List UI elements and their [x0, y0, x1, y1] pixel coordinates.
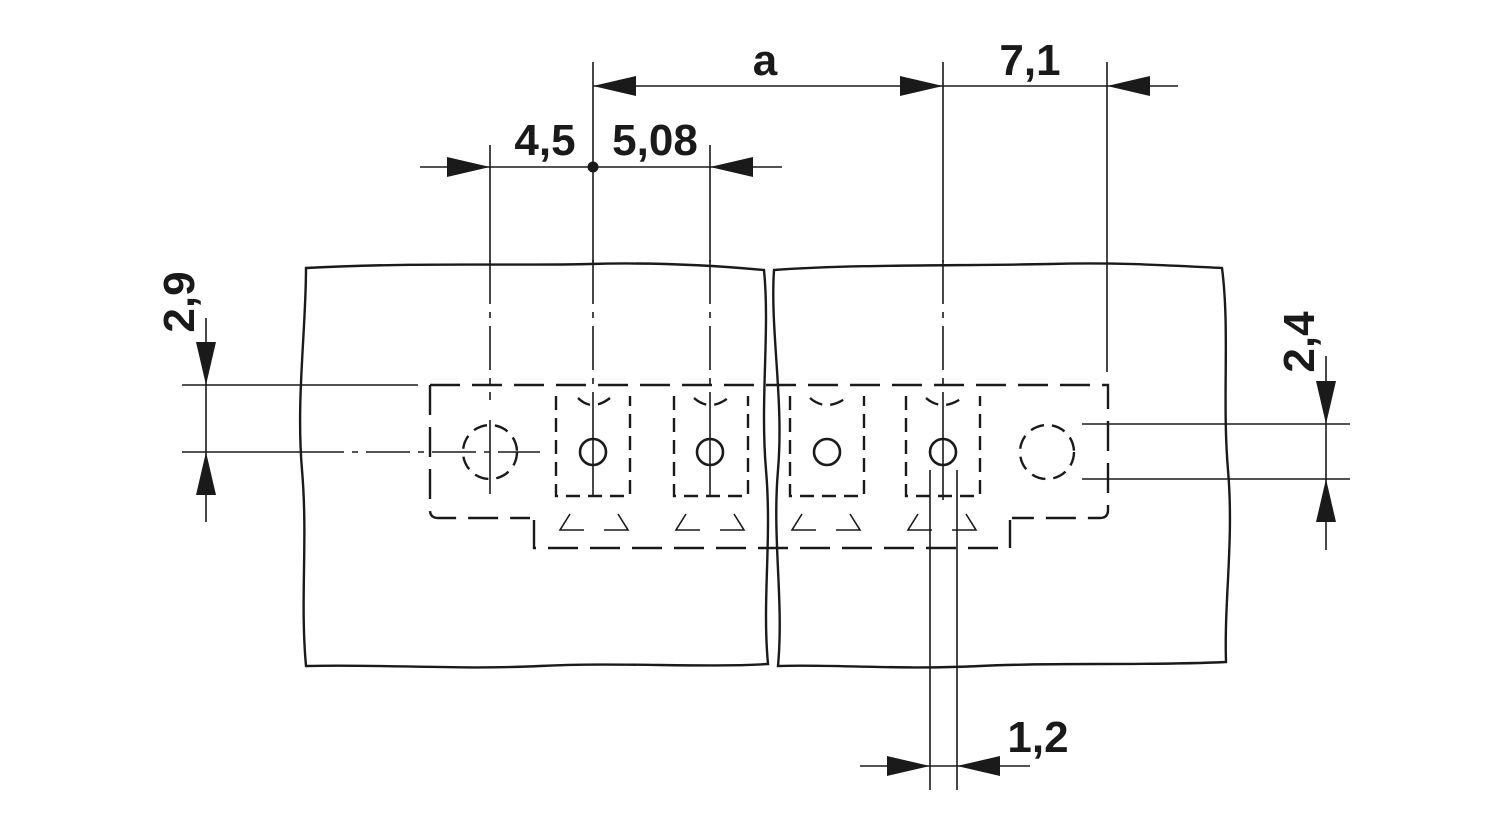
- dimension-a-label: a: [753, 36, 778, 85]
- dimension-1-2: 1,2: [860, 713, 1069, 776]
- dimension-1-2-label: 1,2: [1007, 713, 1068, 762]
- latch-marks: [558, 513, 978, 531]
- dimension-4-5-and-5-08: 4,5 5,08: [420, 116, 782, 177]
- dimension-a: a: [593, 36, 943, 96]
- dimension-2-4-label: 2,4: [1275, 311, 1324, 373]
- fixing-hole-right: [1018, 423, 1076, 481]
- pin-hole-3: [812, 437, 842, 467]
- drill-holes: [461, 423, 1076, 481]
- connector-housing-outline: [428, 383, 1110, 520]
- pin-pockets: [554, 396, 982, 498]
- board-right-outline: [772, 262, 1232, 669]
- connector-lower-step: [532, 520, 1012, 550]
- dimension-4-5-label: 4,5: [514, 116, 575, 165]
- dimension-7-1: 7,1: [943, 36, 1178, 96]
- extension-lines: [182, 62, 1350, 790]
- dimension-5-08-label: 5,08: [612, 116, 698, 165]
- center-lines: [300, 260, 944, 453]
- dimension-7-1-label: 7,1: [999, 36, 1060, 85]
- board-left-outline: [298, 262, 770, 669]
- dimension-2-9-label: 2,9: [155, 271, 204, 332]
- dimension-2-4: 2,4: [1275, 311, 1336, 550]
- dimension-2-9: 2,9: [155, 271, 216, 522]
